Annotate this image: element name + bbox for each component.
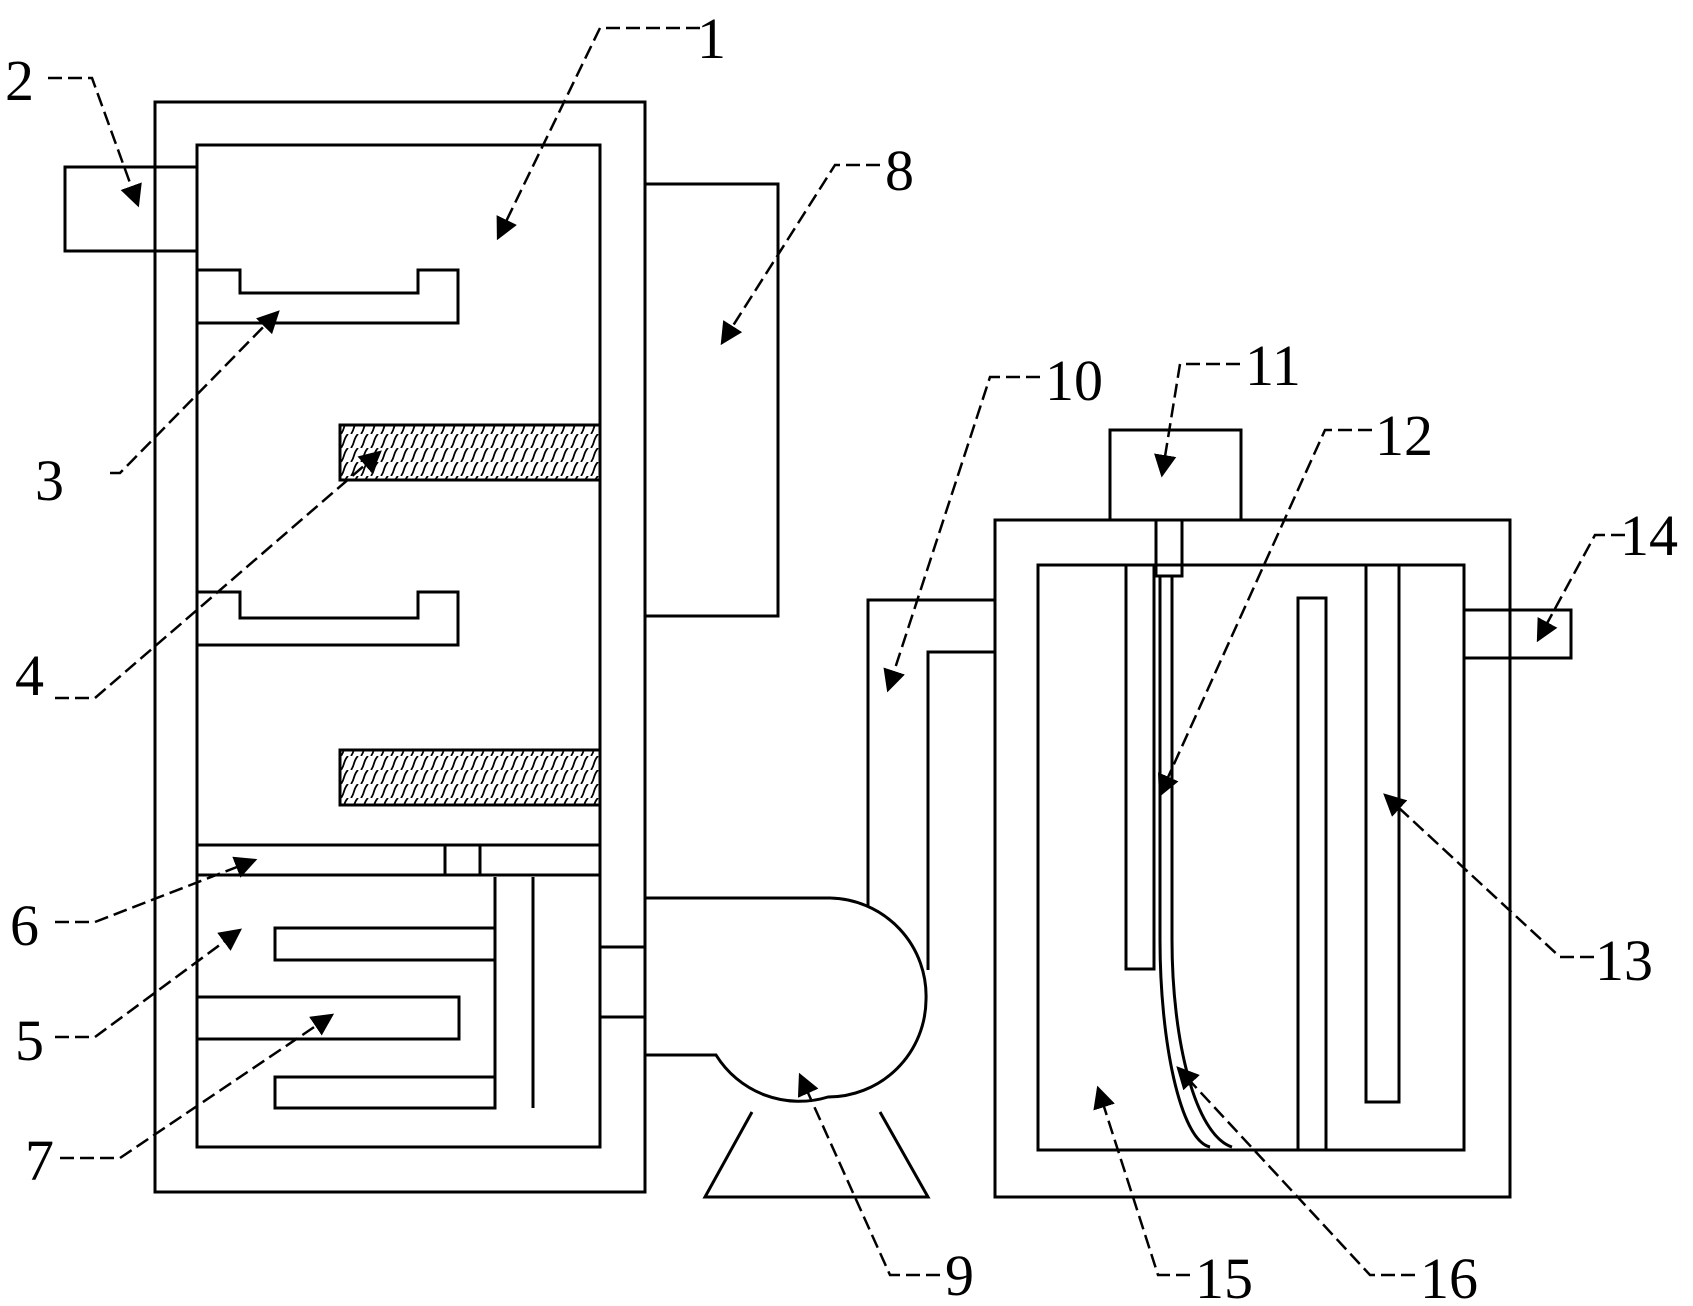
baffle-hanging xyxy=(1364,563,1401,1104)
label-5: 5 xyxy=(15,1008,44,1073)
motor xyxy=(1108,428,1243,522)
heating-coil xyxy=(195,877,535,1110)
tray-lower xyxy=(197,590,460,647)
pump xyxy=(643,896,931,1199)
label-6: 6 xyxy=(10,893,39,958)
label-2: 2 xyxy=(5,48,34,113)
label-3: 3 xyxy=(35,448,64,513)
label-15: 15 xyxy=(1195,1246,1253,1306)
label-8: 8 xyxy=(885,138,914,203)
connecting-pipe xyxy=(866,598,995,970)
stirring-plate xyxy=(1124,563,1156,971)
label-14: 14 xyxy=(1620,503,1678,568)
tray-upper xyxy=(197,268,460,325)
label-1: 1 xyxy=(697,6,726,71)
side-box xyxy=(643,182,780,618)
label-7: 7 xyxy=(25,1128,54,1193)
tower-housing xyxy=(153,100,647,1194)
outlet-pipe xyxy=(1462,608,1573,660)
label-11: 11 xyxy=(1245,333,1301,398)
filter-layer-lower xyxy=(338,748,602,807)
tower-outlet-pipe xyxy=(600,945,645,1019)
label-10: 10 xyxy=(1045,348,1103,413)
leader-lines xyxy=(48,26,1625,1277)
label-13: 13 xyxy=(1595,928,1653,993)
filter-layer-upper xyxy=(338,423,602,482)
label-4: 4 xyxy=(15,643,44,708)
inlet-pipe xyxy=(63,165,199,253)
partition-plate xyxy=(195,843,602,877)
label-16: 16 xyxy=(1420,1246,1478,1306)
label-12: 12 xyxy=(1375,403,1433,468)
baffle-inner xyxy=(1296,596,1328,1152)
label-9: 9 xyxy=(945,1243,974,1306)
coupling xyxy=(1154,518,1184,578)
tank-housing xyxy=(993,518,1512,1199)
